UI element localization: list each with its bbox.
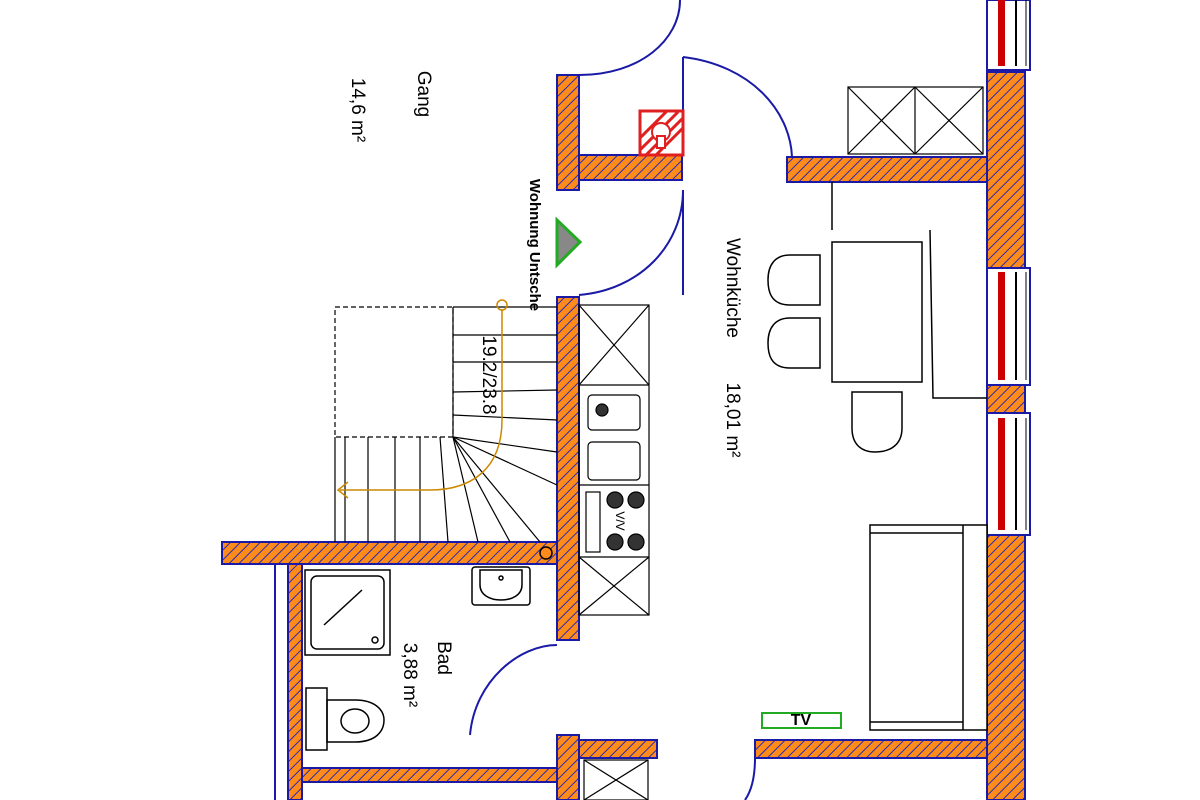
dining-area: [767, 182, 987, 453]
stair-dimension-label: 19.2/23.8: [478, 335, 499, 414]
staircase: [334, 306, 558, 543]
walls: [221, 71, 1026, 800]
room-area-gang: 14,6 m²: [347, 78, 368, 142]
stove-label: V/V: [613, 511, 627, 530]
shower-icon: [304, 569, 391, 656]
wall-lower-horizontal-right: [754, 739, 988, 759]
chair-2: [767, 317, 821, 369]
entry-marker-icon: [555, 216, 583, 269]
windows: [986, 0, 1031, 536]
apartment-entry-label: Wohnung Untsche: [526, 179, 543, 311]
room-name-gang: Gang: [413, 71, 434, 117]
door-gang-top: [578, 0, 681, 76]
washbasin-icon: [471, 566, 531, 606]
dining-table: [831, 241, 923, 383]
chair-1: [767, 254, 821, 306]
window-top: [986, 0, 1031, 71]
chair-3: [851, 391, 903, 453]
room-area-bad: 3,88 m²: [399, 643, 420, 707]
stair-path: [336, 299, 508, 499]
room-name-bad: Bad: [433, 641, 454, 675]
wall-exterior-right-pier: [986, 384, 1026, 414]
sofa: [869, 524, 988, 731]
wall-bad-left: [287, 563, 303, 800]
door-kitchen-top: [682, 56, 793, 158]
stove-icon: [585, 491, 645, 553]
lower-cabinet: [583, 759, 649, 800]
wall-exterior-right-lower: [986, 534, 1026, 800]
door-apartment-entry: [578, 189, 684, 296]
wall-junction-icon: [539, 546, 553, 560]
wall-lower-stub: [556, 734, 580, 800]
wall-lower-horizontal-left: [578, 739, 658, 759]
wall-bad-top: [221, 541, 558, 565]
doors: [469, 0, 793, 800]
stair-landing: [334, 306, 454, 438]
room-area-wohnkueche: 18,01 m²: [722, 383, 743, 458]
wall-central-vertical: [556, 296, 580, 641]
tv-box: [761, 712, 842, 729]
door-lower: [744, 757, 756, 800]
wall-exterior-right-upper: [986, 71, 1026, 269]
toilet-icon: [305, 687, 385, 751]
wall-gang-upper-vertical: [556, 74, 580, 191]
door-bad: [469, 644, 558, 736]
fire-hydrant-icon: [638, 109, 685, 157]
sink: [587, 394, 641, 431]
window-lower: [986, 412, 1031, 536]
wall-cabinet: [847, 86, 984, 155]
tv-label: TV: [791, 712, 812, 729]
window-middle: [986, 267, 1031, 386]
wall-kitchen-top: [786, 156, 988, 183]
wall-hydrant-horizontal: [578, 154, 683, 181]
room-name-wohnkueche: Wohnküche: [722, 238, 743, 338]
kitchen-counter: [578, 304, 650, 616]
bathroom-fixtures: [304, 566, 531, 751]
wall-bad-bottom: [301, 767, 558, 783]
